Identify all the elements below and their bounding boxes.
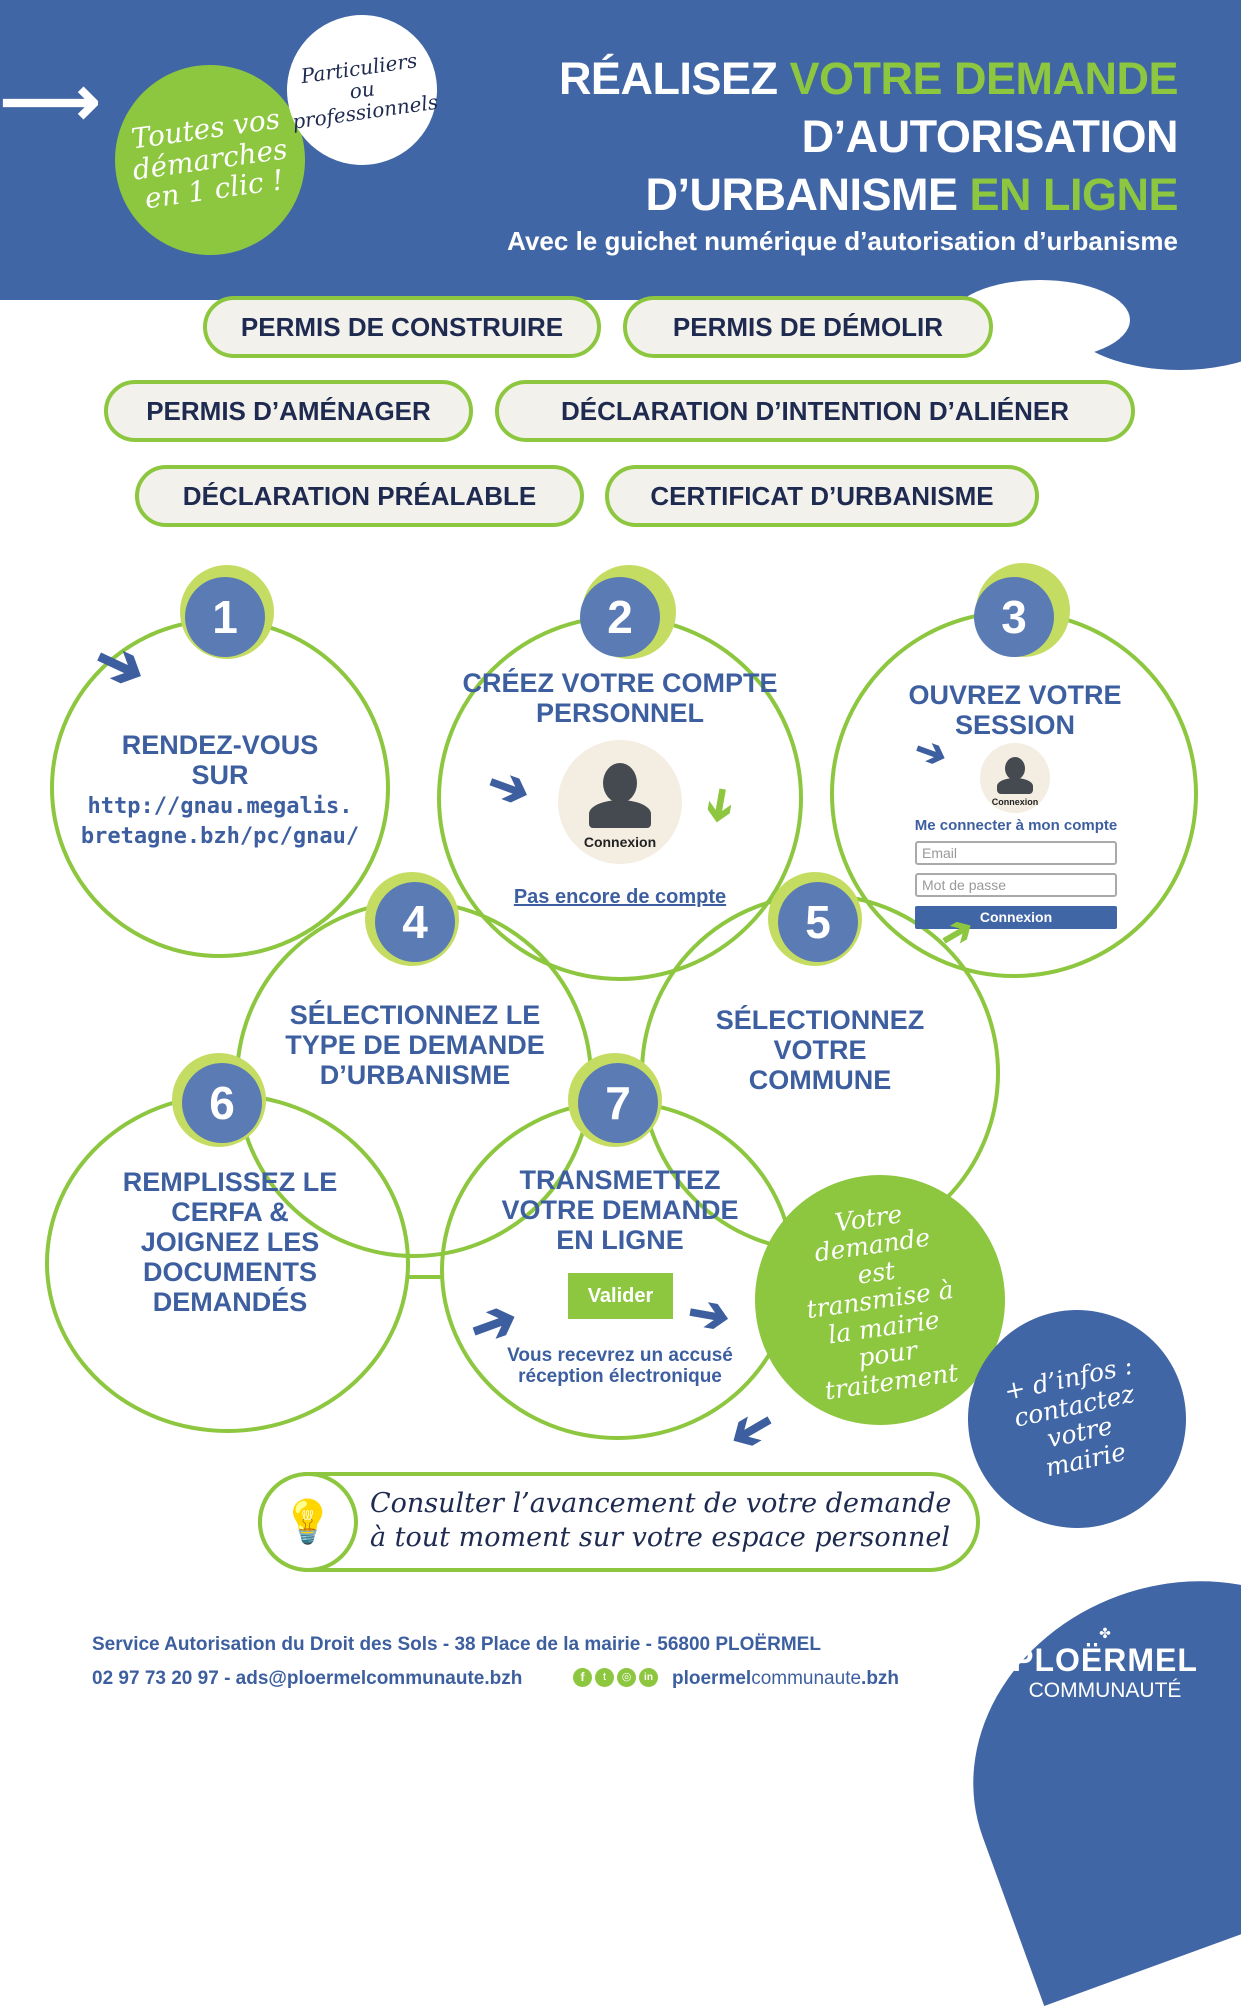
step-number-badge: 4: [375, 882, 455, 962]
login-form-title: Me connecter à mon compte: [914, 817, 1118, 834]
footer-address: Service Autorisation du Droit des Sols -…: [92, 1634, 821, 1655]
hand-arrow-icon: ⟶: [0, 62, 101, 140]
connector-line: [408, 1275, 444, 1279]
site-part: .bzh: [861, 1668, 900, 1689]
info-text: + d’infos : contactez votre mairie: [1001, 1350, 1137, 1482]
ploermel-logo: ✤ PLOËRMEL COMMUNAUTÉ: [1000, 1625, 1210, 1703]
site-part: ploermel: [672, 1668, 752, 1689]
step-number-badge: 6: [182, 1063, 262, 1143]
step-number-badge: 3: [974, 577, 1054, 657]
avatar-label: Connexion: [991, 797, 1039, 807]
step7-circle: [440, 1100, 795, 1440]
connexion-button[interactable]: Connexion: [915, 906, 1117, 929]
step1-title: RENDEZ-VOUS SUR: [121, 730, 319, 790]
bubble-white-text: Particuliers ou professionnels: [290, 48, 440, 134]
logo-line: PLOËRMEL: [1012, 1642, 1198, 1678]
linkedin-icon[interactable]: in: [639, 1668, 658, 1687]
permit-pill: DÉCLARATION PRÉALABLE: [135, 465, 584, 527]
step4-title: SÉLECTIONNEZ LE TYPE DE DEMANDE D’URBANI…: [285, 1000, 545, 1090]
connexion-avatar[interactable]: Connexion: [980, 743, 1050, 813]
instagram-icon[interactable]: ◎: [617, 1668, 636, 1687]
logo-flower-icon: ✤: [1099, 1625, 1111, 1641]
tip-text: Consulter l’avancement de votre demande …: [370, 1488, 952, 1553]
step6-title: REMPLISSEZ LE CERFA & JOIGNEZ LES DOCUME…: [122, 1167, 338, 1317]
password-field[interactable]: Mot de passe: [915, 873, 1117, 897]
connexion-avatar[interactable]: Connexion: [558, 740, 682, 864]
logo-shape: [921, 1524, 1241, 2006]
user-icon-body: [997, 778, 1033, 794]
step-number-badge: 7: [578, 1063, 658, 1143]
no-account-link[interactable]: Pas encore de compte: [513, 886, 727, 908]
bubble-green-text: Toutes vos démarches en 1 clic !: [129, 101, 290, 216]
step-number-badge: 1: [185, 577, 265, 657]
lightbulb-icon: 💡: [258, 1472, 358, 1572]
step7-title: TRANSMETTEZ VOTRE DEMANDE EN LIGNE: [501, 1165, 739, 1255]
valider-button[interactable]: Valider: [568, 1273, 673, 1319]
twitter-icon[interactable]: t: [595, 1668, 614, 1687]
avatar-label: Connexion: [583, 834, 657, 850]
title-part: RÉALISEZ: [558, 53, 790, 104]
permit-pill: CERTIFICAT D’URBANISME: [605, 465, 1039, 527]
user-icon: [1005, 757, 1025, 780]
permit-pill: PERMIS DE DÉMOLIR: [623, 296, 993, 358]
facebook-icon[interactable]: f: [573, 1668, 592, 1687]
title-part: EN LIGNE: [969, 169, 1178, 220]
step3-title: OUVREZ VOTRE SESSION: [908, 680, 1122, 740]
user-icon: [603, 763, 637, 803]
permit-pill: PERMIS DE CONSTRUIRE: [203, 296, 601, 358]
page-subtitle: Avec le guichet numérique d’autorisation…: [507, 226, 1178, 256]
gnau-link[interactable]: http://gnau.megalis. bretagne.bzh/pc/gna…: [80, 794, 360, 849]
permit-pill: PERMIS D’AMÉNAGER: [104, 380, 473, 442]
page-title: RÉALISEZ VOTRE DEMANDE D’AUTORISATION D’…: [558, 50, 1179, 224]
logo-line: COMMUNAUTÉ: [1028, 1679, 1182, 1702]
hand-arrow-icon: ➔: [717, 1393, 787, 1469]
title-part: D’URBANISME: [645, 169, 970, 220]
website-link[interactable]: ploermelcommunaute.bzh: [672, 1668, 899, 1690]
tip-box: [258, 1472, 980, 1572]
permit-pill: DÉCLARATION D’INTENTION D’ALIÉNER: [495, 380, 1135, 442]
transmitted-text: Votre demande est transmise à la mairie …: [804, 1198, 960, 1406]
site-part: communaute: [751, 1668, 862, 1689]
step5-title: SÉLECTIONNEZ VOTRE COMMUNE: [715, 1005, 925, 1095]
step-number-badge: 2: [580, 577, 660, 657]
title-part: D’AUTORISATION: [801, 111, 1179, 162]
user-icon-body: [589, 800, 651, 828]
email-field[interactable]: Email: [915, 841, 1117, 865]
step-number-badge: 5: [778, 882, 858, 962]
social-icons: f t ◎ in: [573, 1668, 658, 1687]
footer-contact: 02 97 73 20 97 - ads@ploermelcommunaute.…: [92, 1668, 523, 1689]
receipt-note: Vous recevrez un accusé réception électr…: [507, 1345, 733, 1387]
step2-title: CRÉEZ VOTRE COMPTE PERSONNEL: [462, 668, 778, 728]
title-part: VOTRE DEMANDE: [789, 53, 1178, 104]
